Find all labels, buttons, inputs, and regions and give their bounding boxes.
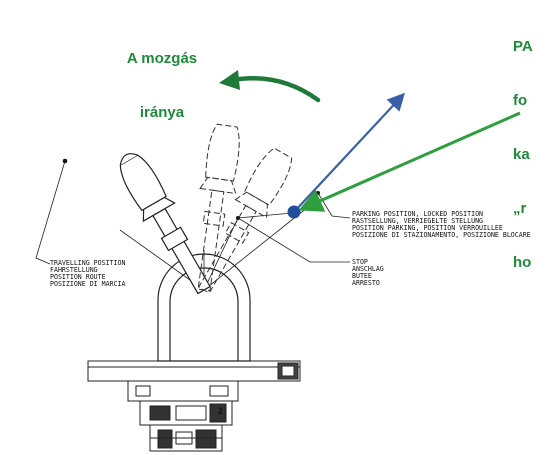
travelling-line-3: POSITION ROUTE [50, 273, 106, 281]
blue-direction-arrow-icon [293, 92, 405, 213]
curved-movement-arrow-icon [229, 75, 321, 103]
parking-line-2: RASTSELLUNG, VERRIEGELTE STELLUNG [352, 217, 483, 225]
parking-lever [198, 147, 293, 294]
parking-marker-dot-icon [287, 205, 301, 219]
side-callout-line-5: ho [513, 254, 532, 271]
travelling-line-1: TRAVELLING POSITION [50, 259, 125, 267]
stop-line-4: ARRESTO [352, 279, 380, 287]
travelling-line-4: POSIZIONE DI MARCIA [50, 280, 125, 288]
parking-line-1: PARKING POSITION, LOCKED POSITION [352, 210, 483, 218]
callout-line-2: iránya [139, 104, 185, 121]
parking-line-3: POSITION PARKING, POSITION VERROUILLEE [352, 224, 503, 232]
travelling-position-label: TRAVELLING POSITION FAHRSTELLUNG POSITIO… [50, 259, 125, 288]
curved-arrow-head [219, 70, 240, 90]
base-assembly [87, 360, 301, 452]
stop-line-3: BUTEE [352, 272, 372, 280]
leader-lines [35, 160, 351, 265]
parking-callout-text: PA fo ka „r ho [513, 2, 533, 290]
parking-position-label: PARKING POSITION, LOCKED POSITION RASTSE… [352, 210, 531, 239]
travelling-line-2: FAHRSTELLUNG [50, 266, 98, 274]
part-number-label: 2 [218, 406, 223, 416]
movement-direction-callout: A mozgás iránya [102, 14, 222, 140]
green-pointer-arrow-icon [298, 111, 521, 212]
stop-label: STOP ANSCHLAG BUTEE ARRESTO [352, 258, 384, 287]
parking-line-4: POSIZIONE DI STAZIONAMENTO, POSIZIONE BL… [352, 231, 531, 239]
side-callout-line-4: „r [513, 200, 527, 217]
side-callout-line-1: PA [513, 38, 533, 55]
travelling-lever [119, 153, 211, 295]
stop-line-1: STOP [352, 258, 368, 266]
stop-line-2: ANSCHLAG [352, 265, 384, 273]
callout-line-1: A mozgás [126, 50, 198, 67]
side-callout-line-2: fo [513, 92, 528, 109]
side-callout-line-3: ka [513, 146, 530, 163]
